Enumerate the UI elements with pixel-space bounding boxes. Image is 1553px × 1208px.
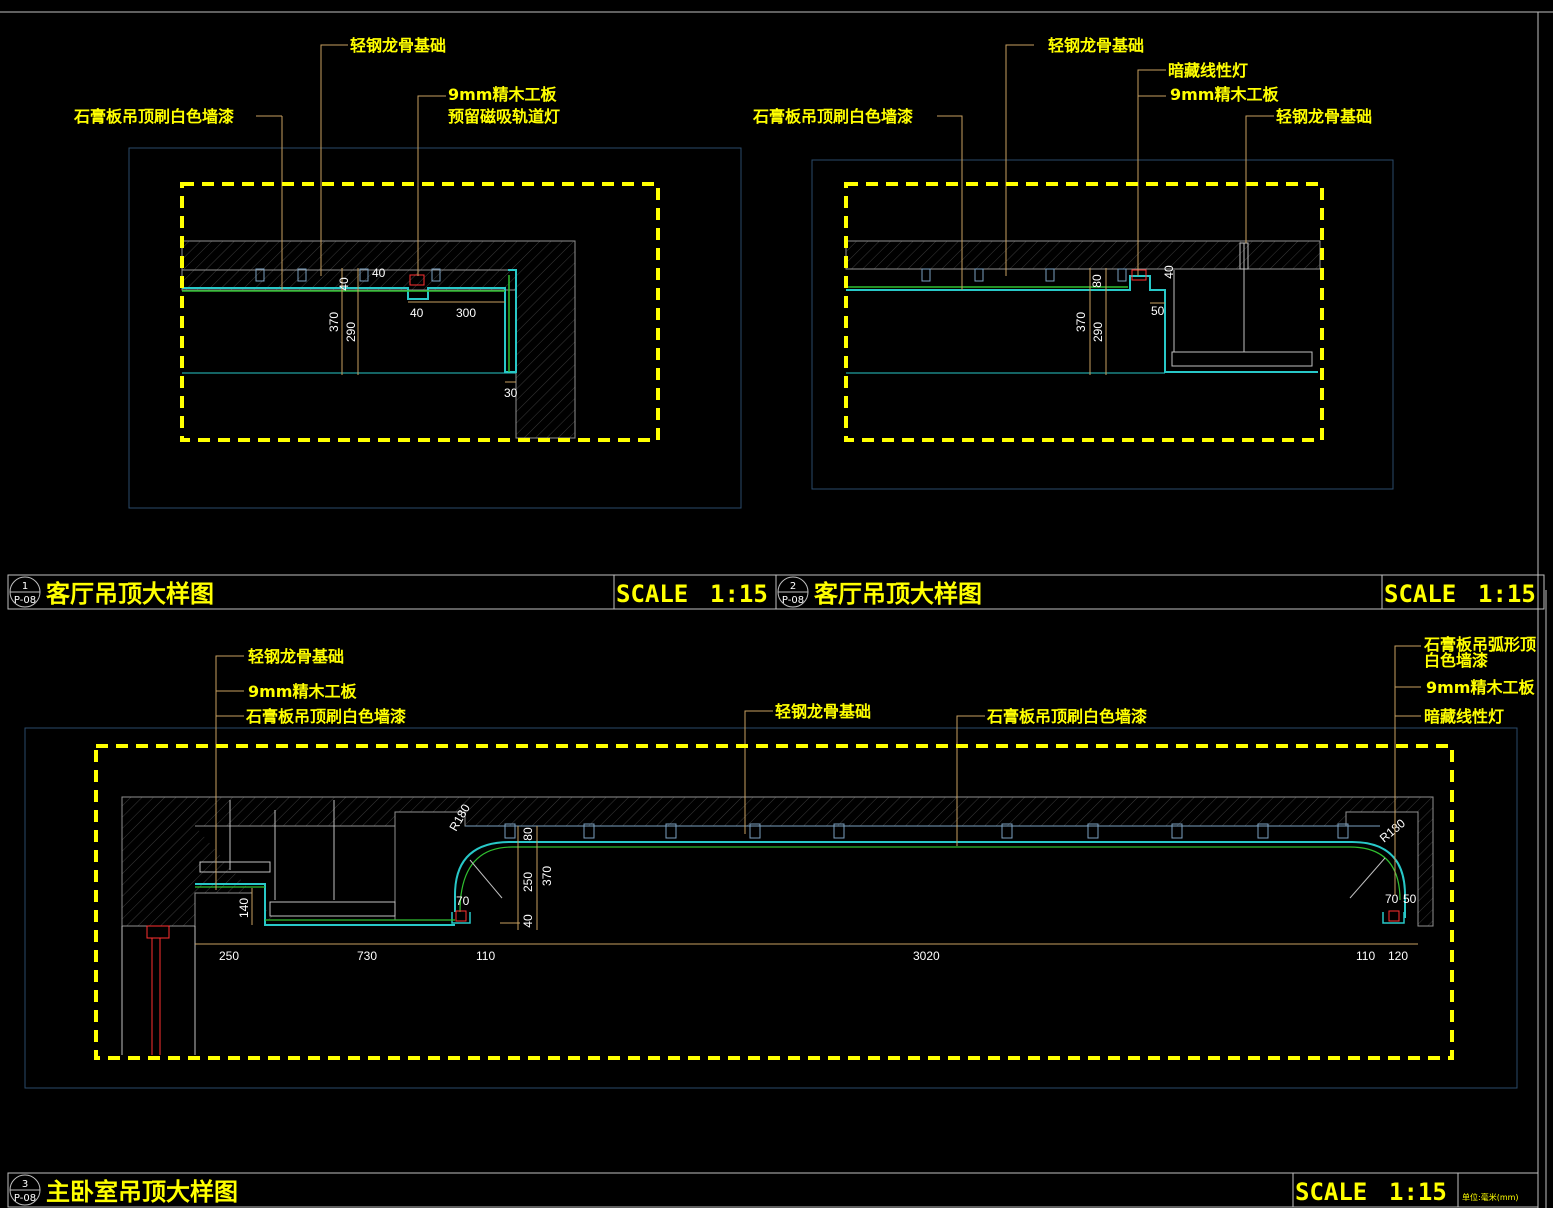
drawing-2-label: 石膏板吊顶刷白色墙漆 — [752, 107, 913, 126]
drawing-3-dim: 70 — [1385, 892, 1399, 906]
drawing-3-viewport — [24, 727, 1518, 1089]
drawing-1-dim: 290 — [344, 322, 358, 342]
sheet-border — [0, 11, 1553, 1208]
drawing-1-label: 预留磁吸轨道灯 — [448, 107, 560, 126]
drawing-3-dim: 120 — [1388, 949, 1408, 963]
drawing-3-dim: 250 — [219, 949, 239, 963]
drawing-2-dim: 40 — [1162, 265, 1176, 279]
drawing-3-highlight-frame — [94, 744, 1454, 1060]
drawing-1-scale-label: SCALE — [616, 580, 688, 608]
drawing-3-label: 暗藏线性灯 — [1424, 707, 1504, 726]
drawing-2-label: 暗藏线性灯 — [1168, 61, 1248, 80]
drawing-2-scale-label: SCALE — [1384, 580, 1456, 608]
drawing-2-dim: 290 — [1091, 322, 1105, 342]
drawing-3-number: 3 — [22, 1179, 28, 1190]
drawing-3-dim: R180 — [1377, 816, 1408, 845]
drawing-2: 80 40 370 290 50 轻钢龙骨基础 暗藏线性灯 9mm精木工板 石膏… — [752, 36, 1394, 490]
drawing-2-ceiling-board — [846, 275, 1318, 373]
drawing-2-label: 轻钢龙骨基础 — [1048, 36, 1144, 55]
drawing-1-dim: 30 — [504, 386, 518, 400]
drawing-3-label: 石膏板吊弧形顶 — [1423, 635, 1536, 654]
drawing-3-dim: 40 — [521, 914, 535, 928]
drawing-3-label: 石膏板吊顶刷白色墙漆 — [245, 707, 406, 726]
drawing-2-label: 轻钢龙骨基础 — [1276, 107, 1372, 126]
drawing-2-viewport — [811, 159, 1394, 490]
drawing-1-dim: 40 — [337, 277, 351, 291]
drawing-3-dim: 140 — [237, 898, 251, 918]
drawing-2-sheet: P-08 — [782, 595, 804, 606]
drawing-3-joists — [465, 823, 1380, 839]
drawing-3-title: 主卧室吊顶大样图 — [46, 1178, 238, 1206]
drawing-3: R180 R180 80 250 370 140 70 40 70 50 250… — [24, 635, 1536, 1089]
drawing-3-scale-value: 1:15 — [1389, 1178, 1447, 1206]
drawing-1-viewport — [128, 147, 742, 509]
drawing-3-label: 轻钢龙骨基础 — [775, 702, 871, 721]
drawing-1-highlight-frame — [180, 182, 660, 442]
drawing-1-label: 石膏板吊顶刷白色墙漆 — [73, 107, 234, 126]
drawing-3-dim: 250 — [521, 872, 535, 892]
drawing-3-dim: 70 — [456, 894, 470, 908]
drawing-1-dim: 370 — [327, 312, 341, 332]
drawing-3-wall — [121, 925, 196, 1055]
title-bar-bottom: 3 P-08 主卧室吊顶大样图 SCALE 1:15 单位:毫米(mm) — [7, 1172, 1539, 1208]
drawing-2-label: 9mm精木工板 — [1170, 85, 1279, 104]
drawing-3-label: 9mm精木工板 — [1426, 678, 1535, 697]
drawing-1-dim: 40 — [410, 306, 424, 320]
drawing-3-dim: 80 — [521, 827, 535, 841]
drawing-1-structure — [181, 240, 576, 439]
drawing-2-dim: 80 — [1090, 274, 1104, 288]
drawing-1-label: 轻钢龙骨基础 — [350, 36, 446, 55]
drawing-3-label: 白色墙漆 — [1424, 651, 1488, 670]
drawing-2-dim: 370 — [1074, 312, 1088, 332]
drawing-3-dim: 50 — [1403, 892, 1417, 906]
drawing-2-highlight-frame — [844, 182, 1324, 442]
drawing-2-title: 客厅吊顶大样图 — [814, 580, 982, 608]
drawing-3-dim: 370 — [540, 866, 554, 886]
drawing-1-sheet: P-08 — [14, 595, 36, 606]
drawing-3-scale-label: SCALE — [1295, 1178, 1367, 1206]
drawing-3-sheet: P-08 — [14, 1193, 36, 1204]
drawing-3-dim: 3020 — [913, 949, 940, 963]
drawing-1-title: 客厅吊顶大样图 — [46, 580, 214, 608]
drawing-3-label: 轻钢龙骨基础 — [248, 647, 344, 666]
drawing-1: 40 40 370 290 40 300 30 轻钢龙骨基础 石膏板吊顶刷白色墙… — [73, 36, 742, 509]
drawing-3-dim: 110 — [476, 949, 495, 963]
drawing-3-dim: 730 — [357, 949, 377, 963]
drawing-1-number: 1 — [22, 581, 28, 592]
drawing-1-dim: 300 — [456, 306, 476, 320]
unit-note: 单位:毫米(mm) — [1462, 1192, 1519, 1202]
drawing-2-number: 2 — [790, 581, 796, 592]
title-bar-top: 1 P-08 客厅吊顶大样图 SCALE 1:15 2 P-08 客厅吊顶大样图… — [7, 574, 1545, 610]
drawing-1-scale-value: 1:15 — [710, 580, 768, 608]
drawing-3-arched-ceiling — [454, 841, 1406, 918]
drawing-1-dim: 40 — [372, 266, 386, 280]
drawing-3-dim: 110 — [1356, 949, 1375, 963]
drawing-2-scale-value: 1:15 — [1478, 580, 1536, 608]
drawing-1-label: 9mm精木工板 — [448, 85, 557, 104]
drawing-3-label: 9mm精木工板 — [248, 682, 357, 701]
drawing-1-ceiling-board — [182, 269, 517, 373]
drawing-2-dim: 50 — [1151, 304, 1165, 318]
drawing-3-label: 石膏板吊顶刷白色墙漆 — [986, 707, 1147, 726]
